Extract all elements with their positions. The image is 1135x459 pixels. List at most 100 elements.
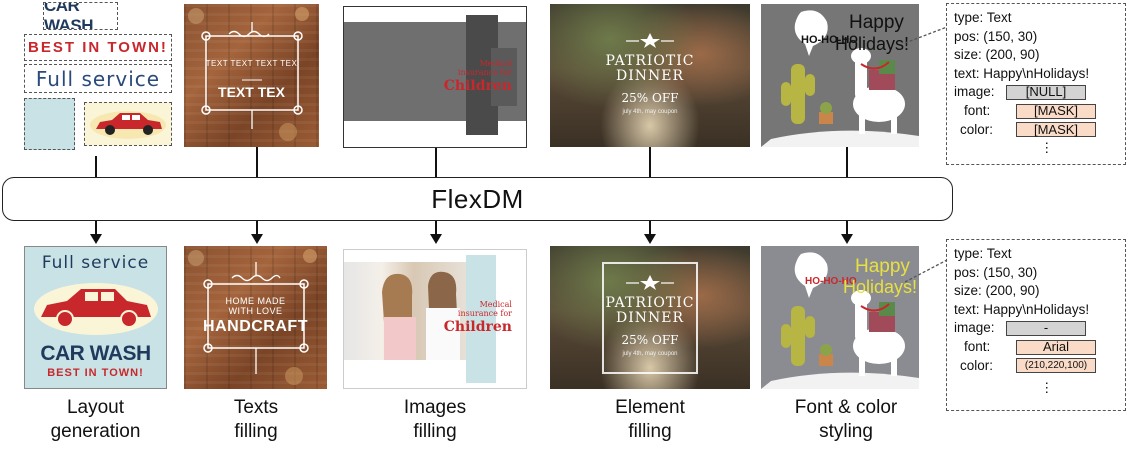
- callout-input-size: size: (200, 90): [954, 47, 1040, 63]
- connector-out-4: [649, 221, 651, 235]
- background-color-element: [24, 98, 75, 150]
- car-icon: [90, 111, 166, 139]
- caption-images-line1: Images: [403, 397, 467, 418]
- connector-out-1: [95, 221, 97, 235]
- layout-output-car-wash: CAR WASH: [40, 342, 151, 365]
- caption-style-line1: Font & color: [794, 397, 898, 418]
- element-output-poster: PATRIOTIC DINNER 25% OFF july 4th, may c…: [550, 246, 750, 389]
- caption-layout-generation: Layout generation: [30, 396, 161, 444]
- callout-input-font-row: font: [MASK]: [954, 102, 1125, 121]
- texts-output-poster: HOME MADE WITH LOVE HANDCRAFT: [184, 246, 327, 389]
- style-output-happy: Happy: [855, 256, 910, 277]
- star-emblem-icon: [626, 275, 674, 290]
- layout-output-full-service: Full service: [41, 253, 150, 273]
- callout-input-image-value: [NULL]: [1006, 84, 1086, 101]
- arrow-out-1: [90, 234, 102, 244]
- style-input-holidays: Holidays!: [835, 34, 910, 54]
- callout-output-image-key: image:: [954, 320, 995, 336]
- layout-output-poster: Full service CAR WASH BEST IN TOWN!: [24, 246, 167, 389]
- callout-output-font-key: font:: [964, 338, 991, 354]
- texts-output-line1: HOME MADE: [225, 296, 286, 306]
- caption-element-line2: filling: [628, 421, 672, 442]
- images-input-poster: Medical insurance for Children: [343, 6, 527, 148]
- element-input-small: july 4th, may coupon: [622, 109, 678, 115]
- callout-output-size: size: (200, 90): [954, 283, 1040, 299]
- images-input-line3: Children: [443, 78, 512, 94]
- callout-input-color-row: color: [MASK]: [954, 121, 1125, 140]
- car-wash-text-element: CAR WASH: [43, 2, 118, 30]
- llama-illustration-icon: [761, 252, 919, 389]
- car-image-element: [84, 102, 172, 146]
- connector-in-5: [846, 147, 848, 178]
- people-photo-icon: [382, 271, 460, 360]
- callout-input-font-key: font:: [964, 102, 991, 118]
- full-service-text: Full service: [35, 66, 161, 91]
- callout-input-color-key: color:: [960, 121, 994, 137]
- best-in-town-text: BEST IN TOWN!: [28, 39, 168, 56]
- caption-style-line2: styling: [819, 421, 873, 442]
- callout-output-color-value: (210,220,100): [1016, 358, 1096, 374]
- caption-images-filling: Images filling: [375, 396, 495, 444]
- caption-texts-line2: filling: [234, 421, 278, 442]
- style-input-happy: Happy: [849, 12, 904, 33]
- full-service-text-element: Full service: [24, 64, 172, 93]
- element-output-offer: 25% OFF: [621, 333, 679, 347]
- caption-element-line1: Element: [615, 397, 685, 418]
- style-output-holidays: Holidays!: [843, 277, 918, 297]
- callout-input-type: type: Text: [954, 10, 1012, 25]
- connector-in-1: [95, 156, 97, 178]
- texts-input-line2: TEXT TEX: [218, 84, 285, 100]
- caption-images-line2: filling: [413, 421, 457, 442]
- callout-output-type: type: Text: [954, 246, 1012, 261]
- callout-input-image-row: image: [NULL]: [954, 83, 1125, 102]
- texts-input-poster: TEXT TEXT TEXT TEX TEXT TEX: [184, 4, 319, 147]
- texts-input-line1: TEXT TEXT TEXT TEX: [205, 59, 298, 68]
- callout-output-image-row: image: -: [954, 319, 1125, 338]
- arrow-out-3: [430, 234, 442, 244]
- connector-in-4: [649, 147, 651, 178]
- images-input-line1: Medical: [479, 59, 512, 68]
- element-output-frame: [602, 262, 698, 374]
- element-output-title1: PATRIOTIC: [605, 295, 695, 311]
- caption-layout-line2: generation: [50, 421, 141, 442]
- arrow-out-2: [251, 234, 263, 244]
- callout-output-color-row: color: (210,220,100): [954, 357, 1125, 376]
- best-in-town-text-element: BEST IN TOWN!: [24, 34, 172, 61]
- car-icon: [34, 283, 158, 335]
- layout-output-best-in-town: BEST IN TOWN!: [47, 367, 144, 379]
- callout-input-font-value: [MASK]: [1016, 103, 1096, 119]
- llama-illustration-icon: [761, 10, 919, 147]
- frame-ornament-icon: [188, 249, 317, 385]
- element-input-poster: PATRIOTIC DINNER 25% OFF july 4th, may c…: [550, 4, 750, 147]
- caption-layout-line1: Layout: [66, 397, 125, 418]
- arrow-out-5: [841, 234, 853, 244]
- flexdm-model-bar: FlexDM: [2, 177, 953, 221]
- style-output-hohoho: HO-HO-HO: [805, 276, 857, 287]
- callout-input-color-value: [MASK]: [1016, 122, 1096, 138]
- callout-input-image-key: image:: [954, 84, 995, 100]
- caption-texts-line1: Texts: [233, 397, 279, 418]
- callout-input-ellipsis: ⋮: [1040, 140, 1054, 156]
- caption-font-color-styling: Font & color styling: [778, 396, 914, 444]
- element-input-title1: PATRIOTIC: [605, 53, 695, 69]
- images-output-poster: Medical insurance for Children: [343, 249, 527, 389]
- element-input-title2: DINNER: [615, 68, 684, 84]
- callout-output-pointer: [905, 259, 948, 283]
- connector-out-2: [256, 221, 258, 235]
- callout-output-pos: pos: (150, 30): [954, 264, 1038, 280]
- callout-output-image-value: -: [1006, 320, 1086, 337]
- caption-texts-filling: Texts filling: [196, 396, 316, 444]
- images-output-line3: Children: [443, 319, 512, 335]
- frame-ornament-icon: [188, 7, 309, 141]
- texts-output-line2: WITH LOVE: [228, 306, 283, 316]
- callout-input-text: text: Happy\nHolidays!: [954, 65, 1090, 81]
- callout-output-font-row: font: Arial: [954, 338, 1125, 357]
- callout-output-ellipsis: ⋮: [1040, 380, 1054, 396]
- car-wash-text: CAR WASH: [44, 2, 94, 30]
- style-output-poster: HO-HO-HO Happy Holidays!: [761, 246, 919, 389]
- callout-input-attributes: type: Text pos: (150, 30) size: (200, 90…: [946, 3, 1126, 165]
- element-input-offer: 25% OFF: [621, 91, 679, 105]
- callout-output-color-key: color:: [960, 357, 994, 373]
- callout-input-pos: pos: (150, 30): [954, 28, 1038, 44]
- style-input-poster: HO-HO-HO Happy Holidays!: [761, 4, 919, 147]
